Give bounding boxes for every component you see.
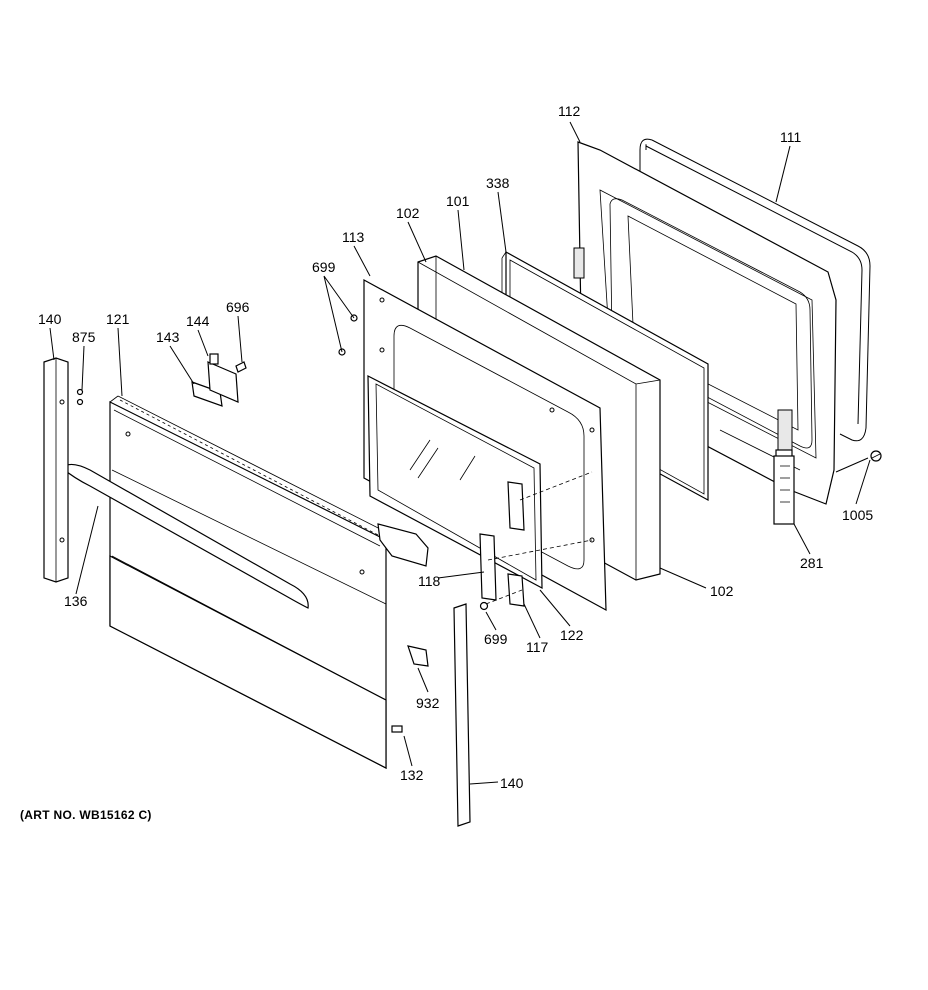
- callout-338: 338: [486, 175, 510, 191]
- callout-111: 111: [780, 129, 801, 145]
- callout-121: 121: [106, 311, 130, 327]
- part-140-side-trim-right: [453, 603, 471, 827]
- part-140-side-trim-left: [43, 357, 69, 583]
- callout-122: 122: [560, 627, 584, 643]
- art-number: (ART NO. WB15162 C): [20, 808, 152, 822]
- part-144-bracket: [207, 353, 239, 403]
- part-117-hinge-bracket: [507, 573, 525, 607]
- callout-117: 117: [526, 639, 549, 655]
- callout-102-bottom: 102: [710, 583, 734, 599]
- callout-699-top: 699: [312, 259, 336, 275]
- callout-144: 144: [186, 313, 210, 329]
- callout-932: 932: [416, 695, 440, 711]
- part-136-door-handle: [61, 463, 309, 609]
- callout-102-top: 102: [396, 205, 420, 221]
- part-132-vent: [109, 555, 403, 769]
- part-875-screws: [76, 388, 84, 406]
- part-1005-fastener: [870, 450, 882, 462]
- callout-118: 118: [418, 573, 441, 589]
- callout-696: 696: [226, 299, 250, 315]
- callout-699-bottom: 699: [484, 631, 508, 647]
- callout-112: 112: [558, 103, 581, 119]
- callout-143: 143: [156, 329, 180, 345]
- part-111-door-gasket: [639, 138, 871, 442]
- callout-140-bottom: 140: [500, 775, 524, 791]
- part-122-window-frame: [367, 375, 543, 590]
- part-281-hinge: [773, 455, 795, 525]
- callout-875: 875: [72, 329, 96, 345]
- part-932-clip: [407, 645, 429, 667]
- callout-132: 132: [400, 767, 424, 783]
- part-699-screws: [338, 314, 489, 611]
- part-118-hinge-bracket: [479, 481, 525, 601]
- part-696-pin: [235, 361, 247, 373]
- callout-140-left: 140: [38, 311, 62, 327]
- callout-1005: 1005: [842, 507, 873, 523]
- part-door-hinge-bracket: [377, 523, 429, 567]
- callout-281: 281: [800, 555, 824, 571]
- callout-136: 136: [64, 593, 88, 609]
- leader-lines: [49, 121, 871, 785]
- callout-101: 101: [446, 193, 470, 209]
- callout-113: 113: [342, 229, 365, 245]
